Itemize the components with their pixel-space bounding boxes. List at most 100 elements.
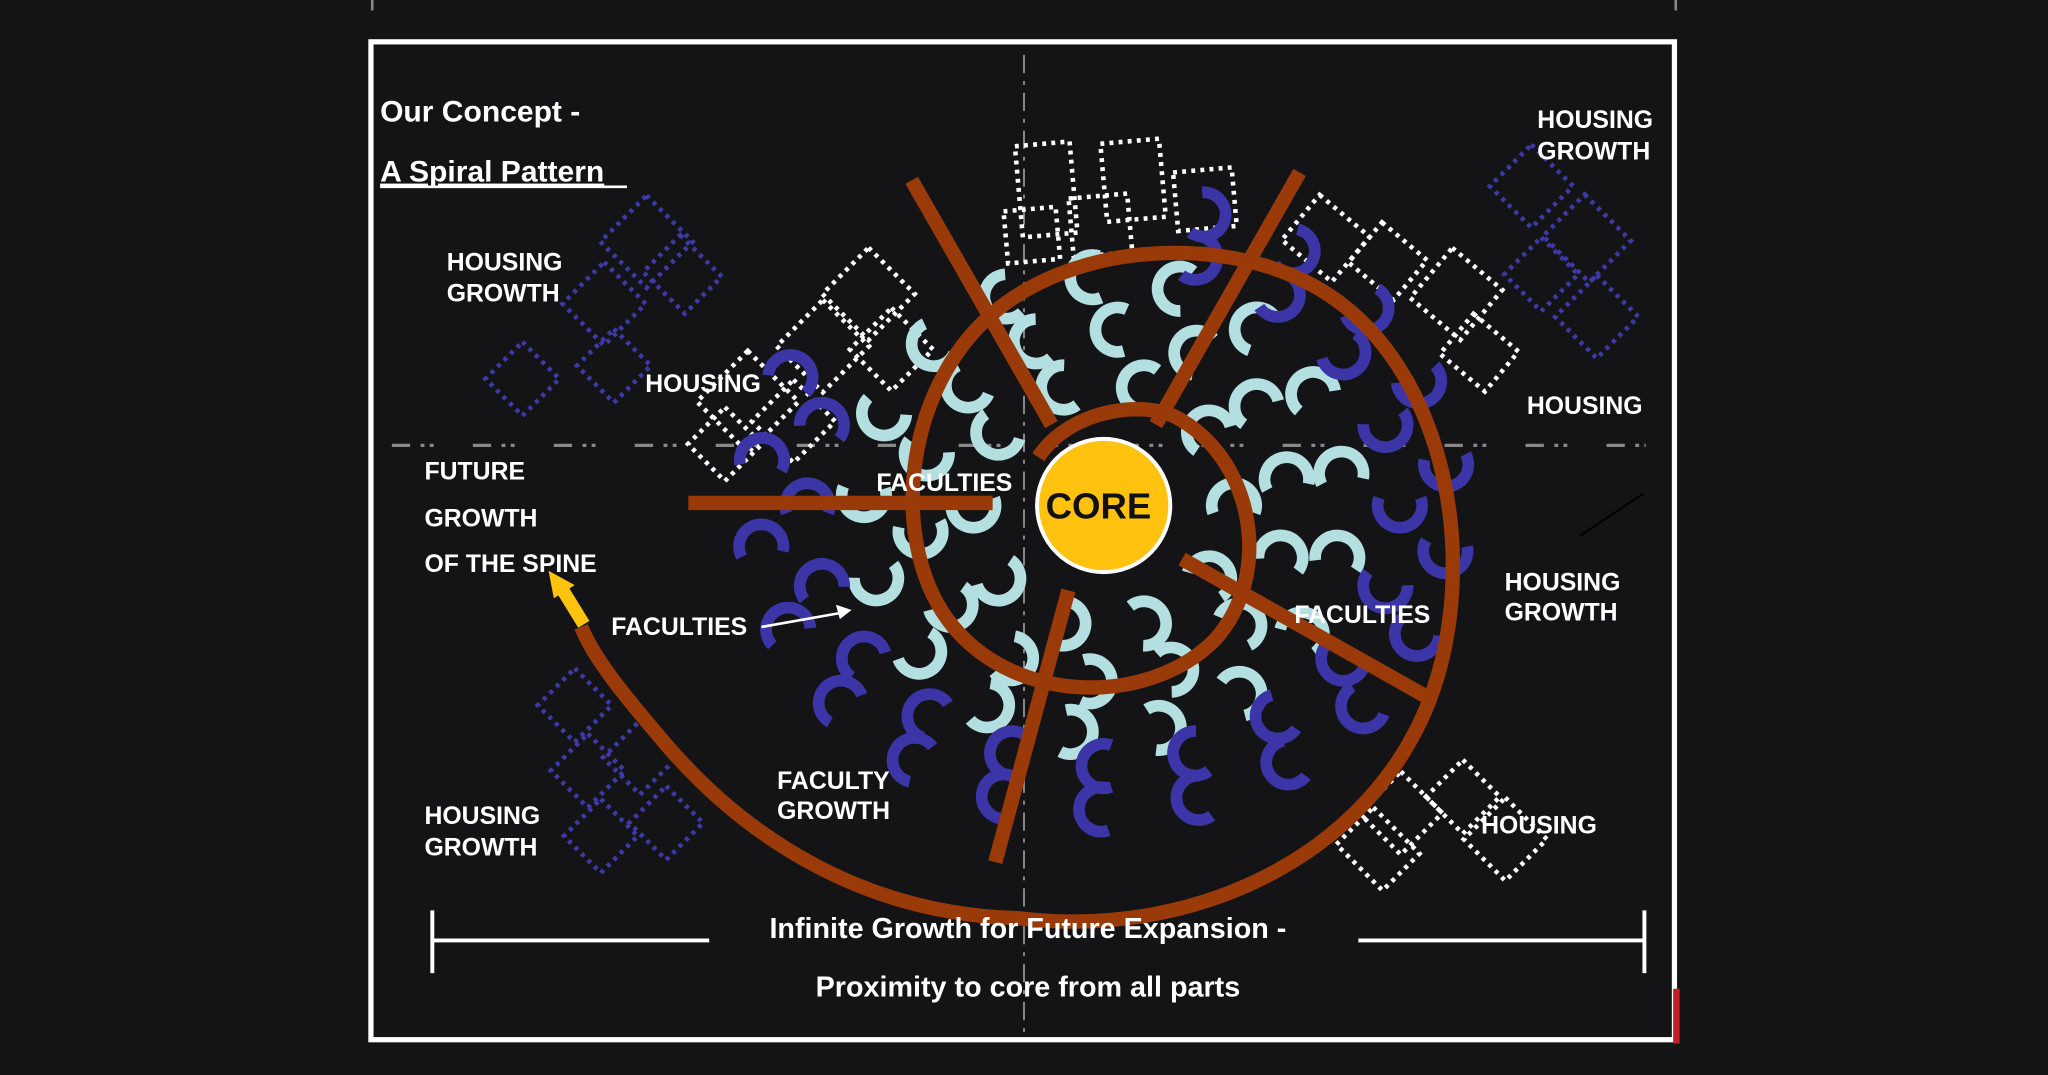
housing-block — [560, 795, 641, 877]
housing-block — [625, 782, 707, 864]
spine-growth-arrow — [548, 570, 590, 628]
faculty-arc — [1064, 249, 1104, 306]
label: FACULTY — [777, 768, 890, 795]
housing-block — [1001, 204, 1063, 266]
faculty-arc — [965, 677, 1016, 734]
faculty-arc — [1260, 734, 1311, 791]
faculties-pointer-arrow — [761, 611, 843, 629]
faculty-arc — [1309, 529, 1366, 574]
faculty-arc — [835, 630, 892, 682]
faculty-arc — [1389, 613, 1445, 662]
housing-block — [534, 665, 615, 746]
faculty-arc — [856, 393, 913, 442]
faculty-arc — [793, 557, 851, 604]
housing-block — [684, 403, 766, 485]
faculty-arc — [1258, 451, 1315, 493]
label: HOUSING — [1505, 569, 1621, 596]
label: HOUSING — [645, 371, 761, 398]
faculty-arc — [1126, 595, 1172, 652]
label: GROWTH — [777, 798, 890, 825]
label: FACULTIES — [1294, 602, 1430, 629]
housing-block — [1539, 191, 1635, 286]
faculty-arc — [1316, 329, 1372, 381]
housing-block — [819, 244, 918, 344]
faculty-arc — [1252, 529, 1309, 575]
housing-block — [559, 258, 649, 349]
spoke — [905, 176, 1058, 429]
faculty-arc — [1391, 361, 1448, 410]
faculty-arc — [1057, 703, 1099, 760]
label: HOUSING — [424, 803, 540, 830]
housing-block — [1460, 794, 1551, 885]
label: GROWTH — [424, 505, 537, 532]
title-line-2: A Spiral Pattern — [380, 156, 604, 189]
faculty-arc — [901, 688, 953, 744]
faculty-arc — [812, 674, 868, 728]
title-line-1: Our Concept - — [380, 96, 580, 129]
red-marker — [1673, 988, 1680, 1044]
label: FACULTIES — [876, 470, 1012, 497]
diagram-frame — [368, 39, 1678, 1043]
spine-spiral — [574, 168, 1461, 929]
faculty-arc — [760, 601, 817, 650]
spoke — [1149, 168, 1306, 429]
spoke — [988, 588, 1076, 864]
faculty-arc — [1213, 597, 1268, 651]
faculty-arc — [1315, 635, 1371, 687]
faculty-arc — [1089, 301, 1130, 358]
housing-block — [1551, 271, 1642, 362]
spoke — [1178, 552, 1434, 706]
label: HOUSING — [1537, 107, 1653, 134]
label: FUTURE — [424, 458, 525, 485]
label: GROWTH — [424, 835, 537, 862]
housing-block — [547, 730, 628, 811]
faculty-arc — [1167, 725, 1213, 782]
housing-block — [599, 717, 681, 798]
housing-block — [573, 325, 655, 406]
faculty-arc — [1357, 568, 1414, 615]
footer-line-2: Proximity to core from all parts — [816, 972, 1241, 1004]
housing-block — [597, 192, 696, 292]
housing-block — [1345, 219, 1431, 304]
housing-block — [1501, 234, 1582, 315]
leader-line — [1579, 492, 1644, 537]
arrowhead-icon — [835, 604, 852, 620]
faculty-arc — [1285, 366, 1341, 416]
housing-block — [482, 338, 563, 419]
housing-block — [773, 296, 873, 396]
faculty-arc — [923, 581, 979, 633]
footer-line-1: Infinite Growth for Future Expansion - — [769, 913, 1286, 945]
housing-block — [1012, 139, 1080, 240]
label: HOUSING — [1481, 812, 1597, 839]
faculty-arc — [975, 768, 1021, 825]
housing-block — [1097, 136, 1169, 225]
faculty-arc — [1170, 769, 1216, 826]
label: OF THE SPINE — [424, 551, 596, 578]
faculty-arc — [892, 627, 948, 680]
dimension-line — [430, 910, 1647, 974]
faculty-arc — [1181, 404, 1237, 456]
label: FACULTIES — [611, 614, 747, 641]
label: GROWTH — [1537, 138, 1650, 165]
core-label: CORE — [1046, 486, 1152, 527]
faculty-arc — [1335, 681, 1390, 735]
faculty-arc — [848, 560, 905, 607]
faculty-arc — [733, 432, 791, 474]
faculty-arc — [1075, 738, 1114, 795]
housing-block — [639, 231, 725, 317]
faculty-arc — [1340, 283, 1395, 337]
faculty-arc — [762, 349, 819, 398]
core-circle — [1035, 436, 1173, 575]
housing-block — [1333, 804, 1423, 894]
housing-block — [1436, 310, 1522, 395]
faculty-arc — [1313, 445, 1370, 487]
label: GROWTH — [447, 281, 560, 308]
faculty-arc — [1417, 537, 1474, 579]
housing-block — [1356, 768, 1446, 858]
faculty-arc — [1371, 495, 1428, 534]
faculty-arc — [1228, 378, 1284, 430]
faculty-arc — [1186, 186, 1232, 243]
faculty-arc — [1151, 260, 1198, 317]
housing-block — [1486, 141, 1577, 231]
